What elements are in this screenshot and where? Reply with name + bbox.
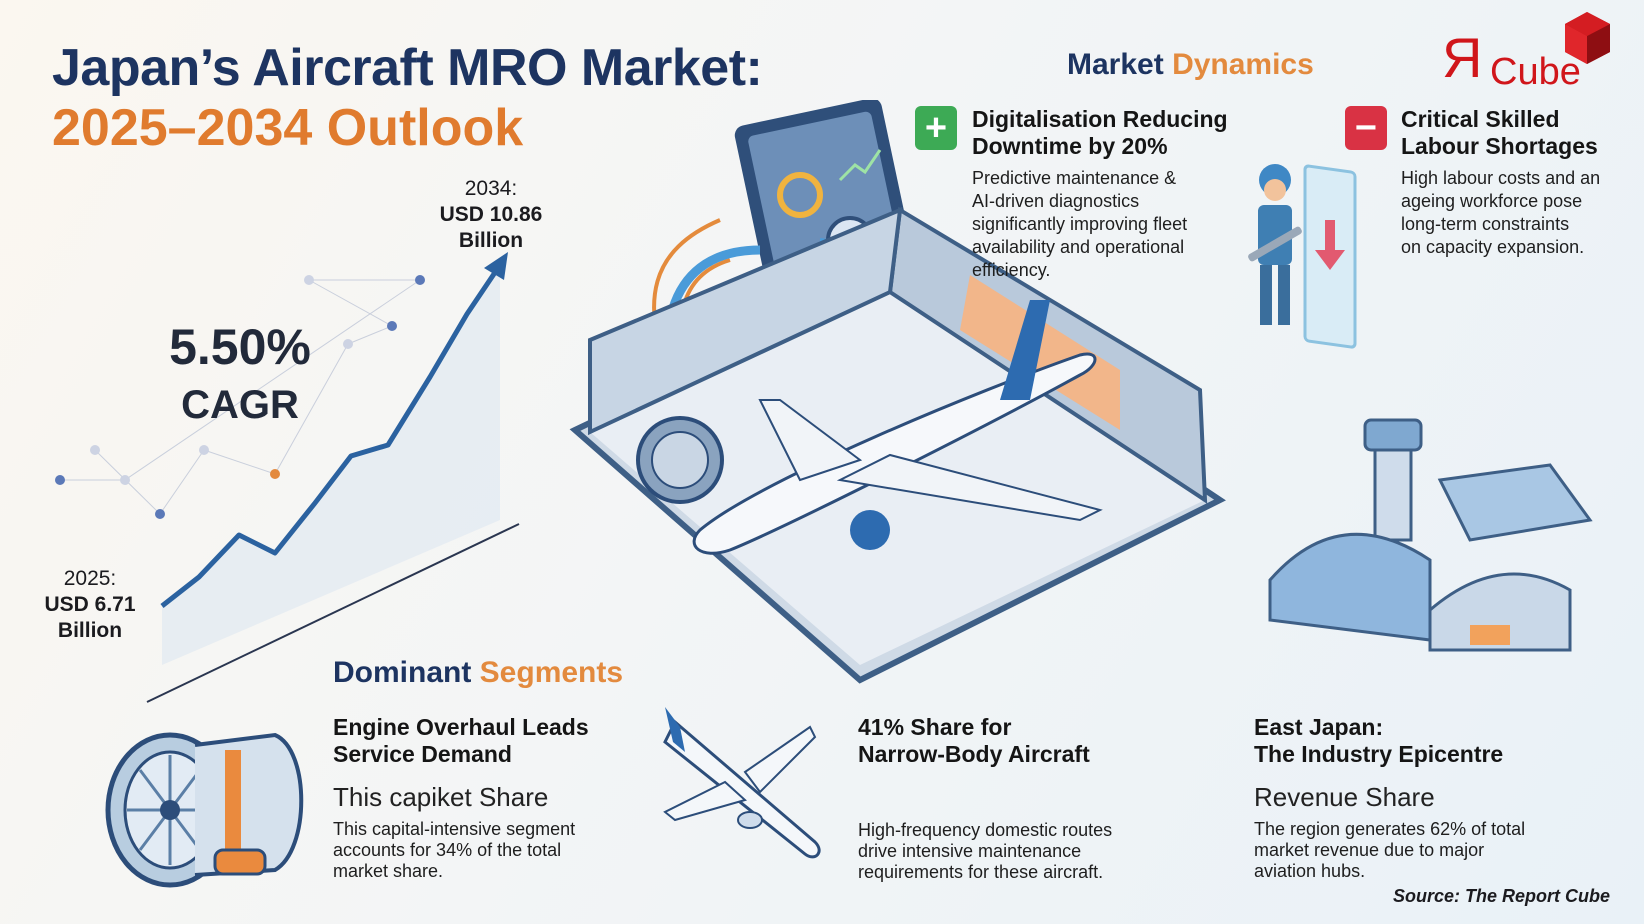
segment-engine-overhaul: Engine Overhaul Leads Service Demand Thi… xyxy=(333,714,653,882)
dominant-segments-heading: Dominant Segments xyxy=(333,656,623,690)
network-line xyxy=(308,279,393,327)
network-node xyxy=(90,445,100,455)
heading-line: 41% Share for xyxy=(858,714,1012,740)
heading-part-a: Market xyxy=(1067,48,1164,81)
cagr-label: CAGR xyxy=(181,383,299,427)
segment-narrow-body: 41% Share for Narrow-Body Aircraft High-… xyxy=(858,714,1198,882)
engine-icon xyxy=(636,416,724,504)
network-node xyxy=(120,475,130,485)
start-value: USD 6.71 xyxy=(44,593,136,616)
body-line: AI-driven diagnostics xyxy=(972,191,1140,211)
segment-body: High-frequency domestic routes drive int… xyxy=(858,820,1112,883)
segment-heading: 41% Share for Narrow-Body Aircraft xyxy=(858,714,1198,768)
narrow-body-aircraft-icon xyxy=(663,707,821,859)
network-node xyxy=(199,445,209,455)
body-line: market revenue due to major xyxy=(1254,840,1485,860)
body-line: The region generates 62% of total xyxy=(1254,819,1526,839)
heading-part-b: Segments xyxy=(479,656,624,689)
body-line: ageing workforce pose xyxy=(1401,191,1583,211)
network-node xyxy=(343,339,353,349)
challenge-body: High labour costs and an ageing workforc… xyxy=(1401,167,1600,259)
body-line: accounts for 34% of the total xyxy=(333,840,562,860)
driver-body: Predictive maintenance & AI-driven diagn… xyxy=(972,167,1187,282)
body-line: on capacity expansion. xyxy=(1401,237,1585,257)
heading-line: Digitalisation Reducing xyxy=(972,106,1228,132)
body-line: significantly improving fleet xyxy=(972,214,1188,234)
growth-chart xyxy=(55,252,520,703)
heading-line: The Industry Epicentre xyxy=(1254,741,1504,767)
minus-icon: − xyxy=(1345,106,1387,150)
body-line: aviation hubs. xyxy=(1254,861,1366,881)
segment-body: This capital-intensive segment accounts … xyxy=(333,819,653,882)
body-line: Predictive maintenance & xyxy=(972,168,1177,188)
end-value: USD 10.86 xyxy=(439,203,543,226)
network-node xyxy=(415,275,425,285)
end-year: 2034: xyxy=(464,177,518,200)
heading-line: Engine Overhaul Leads xyxy=(333,714,589,740)
network-line xyxy=(274,343,349,475)
segment-east-japan: East Japan: The Industry Epicentre Reven… xyxy=(1254,714,1614,882)
network-line xyxy=(159,449,205,515)
body-line: market share. xyxy=(333,861,444,881)
network-node xyxy=(387,321,397,331)
network-node xyxy=(270,469,280,479)
start-value-label: 2025: USD 6.71 Billion xyxy=(20,566,160,644)
segment-heading: Engine Overhaul Leads Service Demand xyxy=(333,714,653,768)
arrow-head-icon xyxy=(484,252,508,280)
body-line: requirements for these aircraft. xyxy=(858,862,1104,882)
hangar-illustration xyxy=(569,100,1226,684)
network-node xyxy=(304,275,314,285)
page-title: Japan’s Aircraft MRO Market: xyxy=(52,39,763,97)
growth-line xyxy=(160,263,503,608)
body-line: long-term constraints xyxy=(1401,214,1570,234)
heading-line: Labour Shortages xyxy=(1401,133,1598,159)
body-line: drive intensive maintenance xyxy=(858,841,1082,861)
driver-heading: Digitalisation Reducing Downtime by 20% xyxy=(972,106,1228,160)
start-unit: Billion xyxy=(57,619,123,642)
network-line xyxy=(203,449,276,475)
heading-line: Narrow-Body Aircraft xyxy=(858,741,1090,767)
airport-illustration xyxy=(1268,418,1593,652)
body-line: High labour costs and an xyxy=(1401,168,1601,188)
heading-line: Service Demand xyxy=(333,741,512,767)
segment-subheading: Revenue Share xyxy=(1254,782,1435,812)
network-line xyxy=(124,279,421,481)
worker-illustration xyxy=(1248,164,1357,349)
turbofan-engine-icon xyxy=(105,732,304,888)
logo: Я Cube xyxy=(1442,8,1614,94)
segment-heading: East Japan: The Industry Epicentre xyxy=(1254,714,1614,768)
network-node xyxy=(55,475,65,485)
body-line: availability and operational xyxy=(972,237,1185,257)
heading-line: East Japan: xyxy=(1254,714,1384,740)
body-line: This capital-intensive segment xyxy=(333,819,576,839)
logo-mark: Я xyxy=(1442,26,1483,89)
growth-area xyxy=(162,265,500,665)
network-line xyxy=(347,325,393,345)
cagr-display: 5.50% CAGR xyxy=(150,318,330,434)
heading-line: Critical Skilled xyxy=(1401,106,1560,132)
source-credit: Source: The Report Cube xyxy=(1392,886,1610,906)
page-subtitle: 2025–2034 Outlook xyxy=(52,99,524,157)
segment-body: The region generates 62% of total market… xyxy=(1254,819,1614,882)
segment-subheading: This capiket Share xyxy=(333,782,549,812)
airplane-icon xyxy=(692,300,1103,555)
network-node xyxy=(155,509,165,519)
body-line: efficiency. xyxy=(972,260,1051,280)
baseline-axis xyxy=(146,523,520,703)
logo-text: Cube xyxy=(1490,51,1581,93)
start-year: 2025: xyxy=(63,567,117,590)
heading-part-b: Dynamics xyxy=(1172,48,1314,81)
challenge-heading: Critical Skilled Labour Shortages xyxy=(1401,106,1598,160)
end-value-label: 2034: USD 10.86 Billion xyxy=(421,176,561,254)
end-unit: Billion xyxy=(458,229,524,252)
heading-line: Downtime by 20% xyxy=(972,133,1168,159)
body-line: High-frequency domestic routes xyxy=(858,820,1113,840)
cube-logo-icon xyxy=(1565,12,1610,64)
market-dynamics-heading: Market Dynamics xyxy=(1067,48,1314,82)
heading-part-a: Dominant xyxy=(333,656,472,689)
plus-icon: + xyxy=(915,106,957,150)
cagr-value: 5.50% xyxy=(169,319,311,375)
